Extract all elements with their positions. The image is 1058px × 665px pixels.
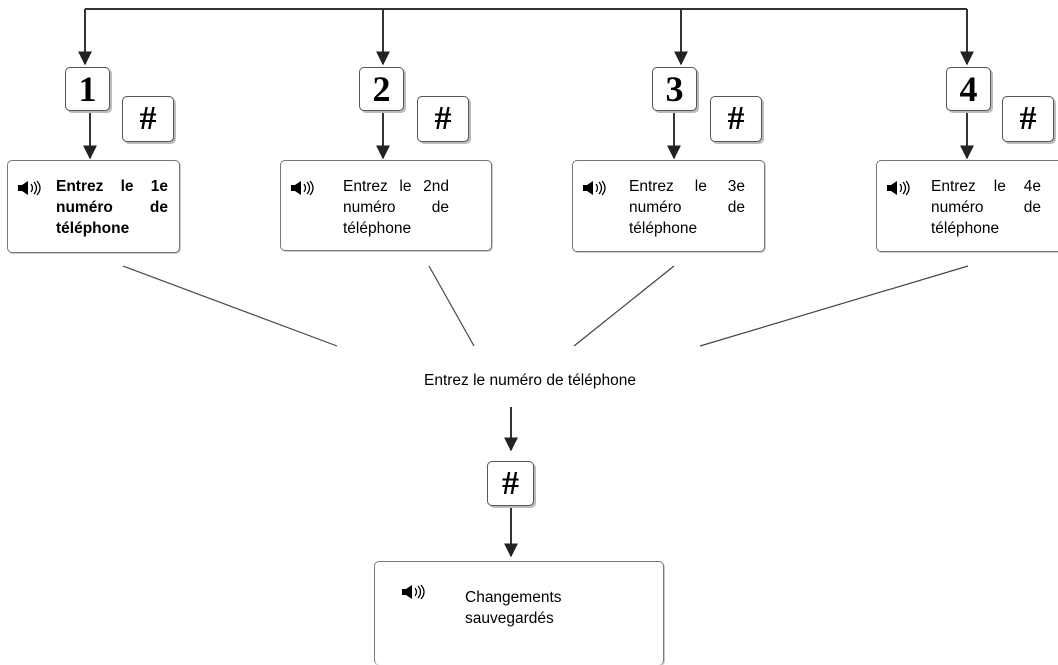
final-message-text: Changements sauvegardés bbox=[465, 589, 562, 627]
prompt-text-2: Entrez le 2nd numéro de téléphone bbox=[343, 178, 449, 237]
speaker-icon bbox=[18, 180, 41, 196]
speaker-icon bbox=[291, 180, 314, 196]
speaker-icon bbox=[402, 584, 425, 600]
merge-line-3 bbox=[573, 265, 675, 347]
key-1: 1 bbox=[65, 67, 110, 111]
key-3: 3 bbox=[652, 67, 697, 111]
final-message-box: Changements sauvegardés bbox=[374, 561, 664, 665]
prompt-text-3: Entrez le 3e numéro de téléphone bbox=[629, 178, 745, 237]
prompt-box-3: Entrez le 3e numéro de téléphone bbox=[572, 160, 765, 252]
key-2: 2 bbox=[359, 67, 404, 111]
prompt-box-1: Entrez le 1e numéro de téléphone bbox=[7, 160, 180, 253]
speaker-icon bbox=[887, 180, 910, 196]
prompt-text-4: Entrez le 4e numéro de téléphone bbox=[931, 178, 1041, 237]
prompt-text-1: Entrez le 1e numéro de téléphone bbox=[56, 178, 168, 237]
hash-key-3: # bbox=[710, 96, 762, 142]
merge-line-2 bbox=[428, 265, 475, 347]
hash-key-1: # bbox=[122, 96, 174, 142]
hash-key-4: # bbox=[1002, 96, 1054, 142]
final-hash-key: # bbox=[487, 461, 534, 506]
merge-line-1 bbox=[122, 265, 338, 347]
merge-line-4 bbox=[699, 265, 969, 347]
prompt-box-2: Entrez le 2nd numéro de téléphone bbox=[280, 160, 492, 251]
speaker-icon bbox=[583, 180, 606, 196]
hash-key-2: # bbox=[417, 96, 469, 142]
key-4: 4 bbox=[946, 67, 991, 111]
enter-number-label: Entrez le numéro de téléphone bbox=[424, 372, 636, 389]
prompt-box-4: Entrez le 4e numéro de téléphone bbox=[876, 160, 1058, 252]
